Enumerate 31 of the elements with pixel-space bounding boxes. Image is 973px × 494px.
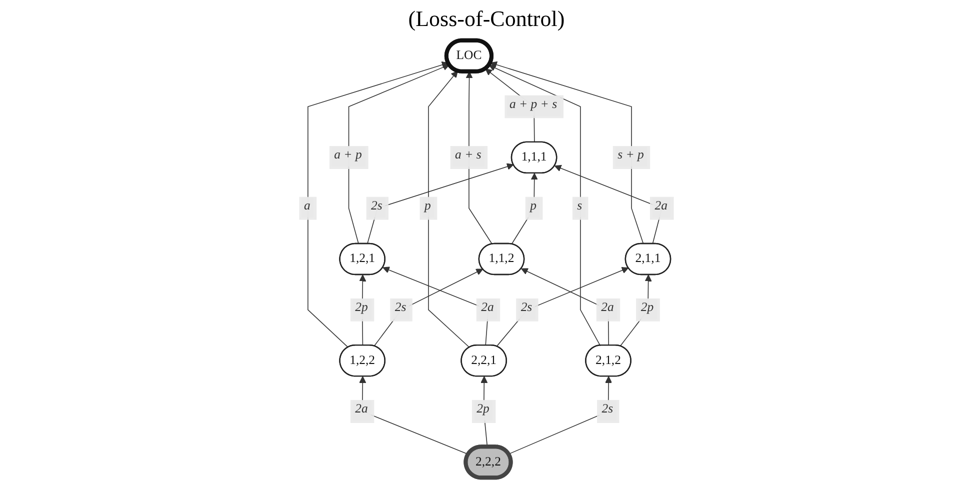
edge-label: 2p [355,300,368,314]
edge-label: a + s [455,148,482,162]
edge-label: p [424,199,431,213]
edge-label: a [304,199,310,213]
arrow [511,173,538,245]
edge-label: s [577,199,582,213]
arrow [490,61,644,244]
arrow [508,376,612,454]
edge-label: 2s [371,199,382,213]
edge-label: p [530,199,536,213]
arrow [488,64,601,346]
edge-label: s + p [618,148,644,162]
arrow [521,268,610,346]
arrow [496,267,629,347]
arrow [382,266,489,346]
edge-label: a + p [334,148,362,162]
edge-label: 2a [601,300,614,314]
diagram-title: (Loss-of-Control) [407,6,566,32]
edge-label: 2p [640,300,654,314]
edge-label: 2a [355,402,368,416]
edge-label: a + p + s [509,98,558,112]
arrow [374,268,484,346]
arrow [348,64,450,244]
edge-label: 2s [520,300,532,314]
edge-label: 2s [602,402,614,416]
edge-label: 2p [476,402,490,416]
arrow [620,274,652,347]
edge-label: 2a [654,199,668,213]
edge-label: 2a [481,300,494,314]
arrow [428,70,470,348]
edge-label: 2s [394,300,406,314]
